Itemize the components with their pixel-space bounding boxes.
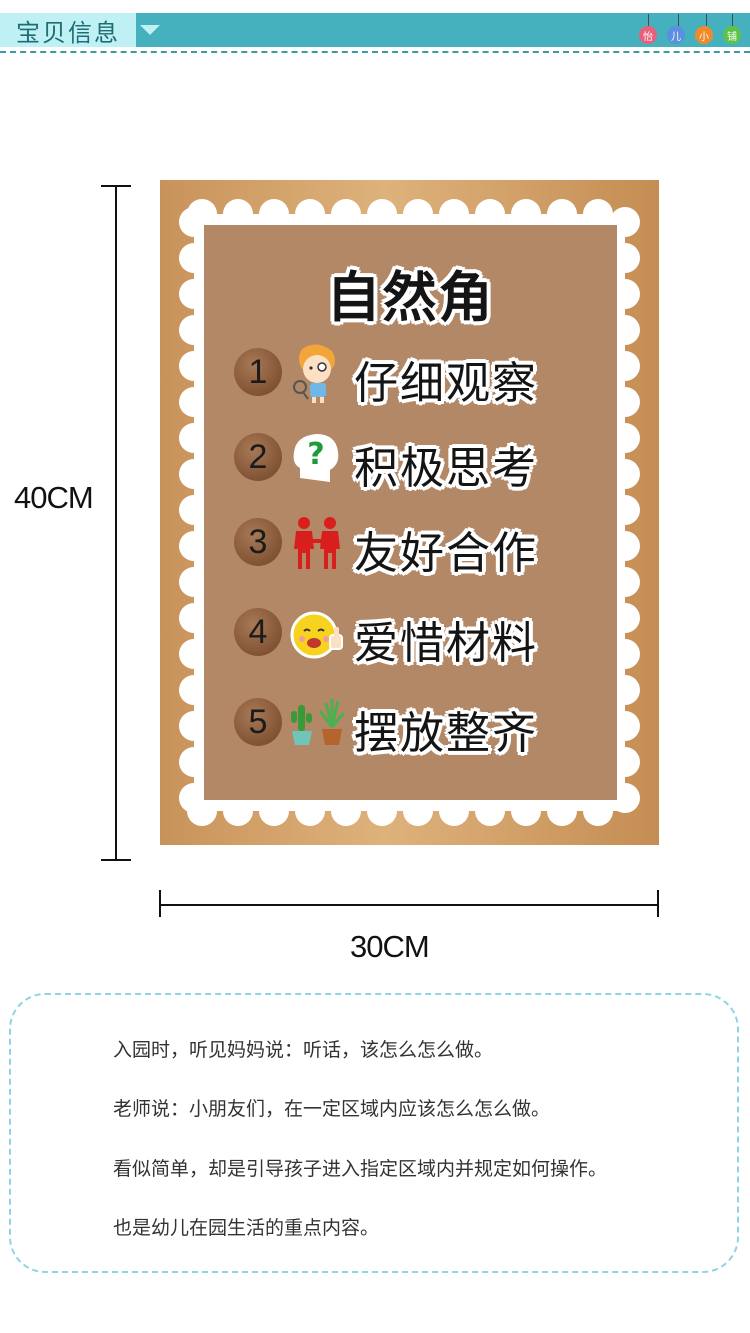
potted-plants-icon xyxy=(286,693,348,755)
shop-badge: 怡 xyxy=(639,26,657,44)
width-label: 30CM xyxy=(350,929,430,964)
rule-label: 仔细观察 xyxy=(354,358,538,409)
rule-label: 积极思考 xyxy=(354,443,538,494)
height-dimension-cap xyxy=(101,859,131,861)
badge-string xyxy=(706,14,707,26)
description-line: 老师说：小朋友们，在一定区域内应该怎么怎么做。 xyxy=(113,1098,551,1120)
badge-string xyxy=(678,14,679,26)
rule-number: 5 xyxy=(234,698,282,746)
rule-item: 3 友好合作 xyxy=(234,513,614,579)
svg-text:?: ? xyxy=(307,437,324,472)
smiley-thumbs-up-icon xyxy=(286,603,348,665)
rule-item: 1 仔细观察 xyxy=(234,343,614,409)
rule-item: 2 ? 积极思考 xyxy=(234,428,614,494)
section-tab[interactable]: 宝贝信息 xyxy=(0,13,136,47)
rule-number: 2 xyxy=(234,433,282,481)
rule-item: 4 爱惜材料 xyxy=(234,603,614,669)
width-dimension-cap xyxy=(657,890,659,917)
header-divider xyxy=(0,51,750,53)
width-dimension-cap xyxy=(159,890,161,917)
rule-label: 友好合作 xyxy=(354,528,538,579)
rule-number: 1 xyxy=(234,348,282,396)
poster-board: 自然角 1 仔细观察 2 xyxy=(204,225,617,800)
two-people-holding-hands-icon xyxy=(286,513,348,575)
badge-string xyxy=(648,14,649,26)
rule-item: 5 摆放整齐 xyxy=(234,693,614,759)
badge-string xyxy=(732,14,733,26)
shop-badges: 怡 儿 小 铺 xyxy=(637,14,747,48)
section-title: 宝贝信息 xyxy=(16,18,120,47)
poster-image: 自然角 1 仔细观察 2 xyxy=(160,180,659,845)
description-line: 入园时，听见妈妈说：听话，该怎么怎么做。 xyxy=(113,1039,494,1061)
triangle-down-icon[interactable] xyxy=(138,14,162,46)
rule-label: 爱惜材料 xyxy=(354,618,538,669)
girl-with-magnifier-icon xyxy=(286,343,348,405)
height-label: 40CM xyxy=(14,480,94,515)
description-line: 也是幼儿在园生活的重点内容。 xyxy=(113,1217,380,1239)
head-question-mark-icon: ? xyxy=(286,428,348,490)
shop-badge: 小 xyxy=(695,26,713,44)
rule-number: 3 xyxy=(234,518,282,566)
rule-label: 摆放整齐 xyxy=(354,708,538,759)
height-dimension-line xyxy=(115,186,117,860)
poster-title: 自然角 xyxy=(326,266,495,329)
description-line: 看似简单，却是引导孩子进入指定区域内并规定如何操作。 xyxy=(113,1158,608,1180)
shop-badge: 儿 xyxy=(667,26,685,44)
description-box xyxy=(9,993,739,1273)
rule-number: 4 xyxy=(234,608,282,656)
width-dimension-line xyxy=(160,904,658,906)
shop-badge: 铺 xyxy=(723,26,741,44)
